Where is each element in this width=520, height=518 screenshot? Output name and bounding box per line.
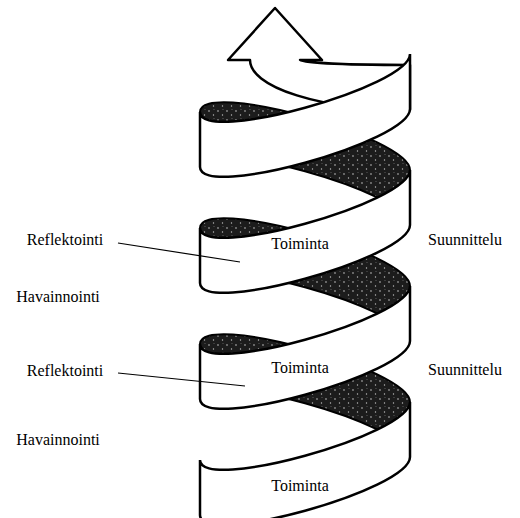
ribbon-front bbox=[200, 286, 410, 409]
stage-label: Toiminta bbox=[271, 235, 329, 253]
stage-label: Havainnointi bbox=[16, 288, 100, 306]
leader-line bbox=[118, 243, 240, 262]
ribbon-front bbox=[200, 170, 410, 293]
ribbon-front bbox=[200, 402, 410, 518]
stage-label: Toiminta bbox=[271, 477, 329, 495]
stage-label: Reflektointi bbox=[27, 231, 103, 249]
stage-label: Reflektointi bbox=[27, 362, 103, 380]
leader-line bbox=[118, 373, 245, 386]
stage-label: Toiminta bbox=[271, 359, 329, 377]
stage-label: Havainnointi bbox=[16, 431, 100, 449]
stage-label: Suunnittelu bbox=[428, 361, 502, 379]
ribbon-front bbox=[200, 54, 410, 177]
stage-label: Suunnittelu bbox=[428, 231, 502, 249]
